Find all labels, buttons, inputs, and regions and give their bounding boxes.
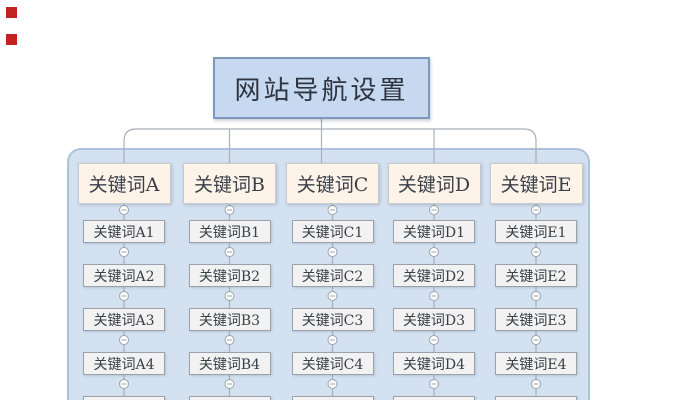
leaf-node[interactable]: 关键词B1 bbox=[188, 220, 271, 243]
root-node-label: 网站导航设置 bbox=[234, 75, 409, 106]
leaf-node[interactable]: 关键词A3 bbox=[83, 308, 165, 331]
leaf-node-partial[interactable] bbox=[188, 396, 271, 400]
leaf-node[interactable]: 关键词A4 bbox=[83, 352, 165, 375]
branch-node[interactable]: 关键词B bbox=[183, 163, 276, 204]
leaf-node-label: 关键词D4 bbox=[402, 356, 466, 373]
leaf-node[interactable]: 关键词D4 bbox=[393, 352, 475, 375]
branch-node-label: 关键词B bbox=[194, 174, 265, 196]
branch-node-label: 关键词A bbox=[88, 174, 160, 196]
leaf-node-label: 关键词E3 bbox=[505, 312, 567, 329]
branch-node-label: 关键词D bbox=[397, 174, 471, 196]
leaf-node-label: 关键词B2 bbox=[198, 268, 261, 285]
branch-node[interactable]: 关键词D bbox=[387, 163, 481, 204]
leaf-node-label: 关键词A4 bbox=[93, 356, 155, 373]
leaf-node-label: 关键词C3 bbox=[301, 312, 364, 329]
leaf-node[interactable]: 关键词E1 bbox=[495, 220, 577, 243]
leaf-node[interactable]: 关键词E2 bbox=[495, 264, 577, 287]
leaf-node-label: 关键词D2 bbox=[402, 268, 466, 285]
branch-node-label: 关键词E bbox=[500, 174, 572, 196]
leaf-node-label: 关键词D3 bbox=[402, 312, 466, 329]
leaf-node-label: 关键词C4 bbox=[301, 356, 364, 373]
leaf-node-label: 关键词E1 bbox=[505, 224, 567, 241]
leaf-node-label: 关键词A3 bbox=[93, 312, 155, 329]
leaf-node-label: 关键词C1 bbox=[301, 224, 364, 241]
leaf-node-partial[interactable] bbox=[291, 396, 374, 400]
leaf-node-label: 关键词B3 bbox=[198, 312, 261, 329]
leaf-node[interactable]: 关键词D1 bbox=[393, 220, 475, 243]
leaf-node[interactable]: 关键词E4 bbox=[495, 352, 577, 375]
leaf-node-partial[interactable] bbox=[393, 396, 475, 400]
leaf-node-label: 关键词E2 bbox=[505, 268, 567, 285]
leaf-node-label: 关键词E4 bbox=[505, 356, 567, 373]
leaf-node[interactable]: 关键词C1 bbox=[291, 220, 374, 243]
leaf-node[interactable]: 关键词D2 bbox=[393, 264, 475, 287]
leaf-node-label: 关键词B4 bbox=[198, 356, 261, 373]
leaf-node[interactable]: 关键词C2 bbox=[291, 264, 374, 287]
branch-node[interactable]: 关键词E bbox=[489, 163, 583, 204]
red-marker-icon bbox=[6, 7, 17, 18]
leaf-node[interactable]: 关键词E3 bbox=[495, 308, 577, 331]
leaf-node-label: 关键词A2 bbox=[93, 268, 155, 285]
leaf-node-label: 关键词A1 bbox=[93, 224, 155, 241]
leaf-node[interactable]: 关键词C4 bbox=[291, 352, 374, 375]
leaf-node[interactable]: 关键词A1 bbox=[83, 220, 165, 243]
leaf-node[interactable]: 关键词A2 bbox=[83, 264, 165, 287]
leaf-node-label: 关键词B1 bbox=[198, 224, 261, 241]
leaf-node[interactable]: 关键词B3 bbox=[188, 308, 271, 331]
branch-node[interactable]: 关键词A bbox=[77, 163, 171, 204]
leaf-node[interactable]: 关键词B2 bbox=[188, 264, 271, 287]
branch-node[interactable]: 关键词C bbox=[286, 163, 379, 204]
leaf-node[interactable]: 关键词D3 bbox=[393, 308, 475, 331]
root-node[interactable]: 网站导航设置 bbox=[213, 57, 430, 119]
leaf-node-label: 关键词C2 bbox=[301, 268, 364, 285]
leaf-node[interactable]: 关键词C3 bbox=[291, 308, 374, 331]
leaf-node-label: 关键词D1 bbox=[402, 224, 466, 241]
branch-node-label: 关键词C bbox=[296, 174, 369, 196]
leaf-node[interactable]: 关键词B4 bbox=[188, 352, 271, 375]
leaf-node-partial[interactable] bbox=[495, 396, 577, 400]
red-marker-icon bbox=[6, 34, 17, 45]
leaf-node-partial[interactable] bbox=[83, 396, 165, 400]
